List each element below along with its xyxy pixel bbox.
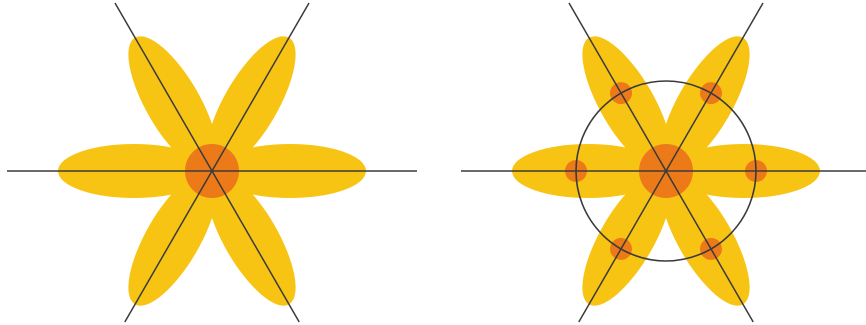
flower-symmetry-diagram <box>0 0 866 325</box>
diagram-canvas <box>0 0 866 325</box>
